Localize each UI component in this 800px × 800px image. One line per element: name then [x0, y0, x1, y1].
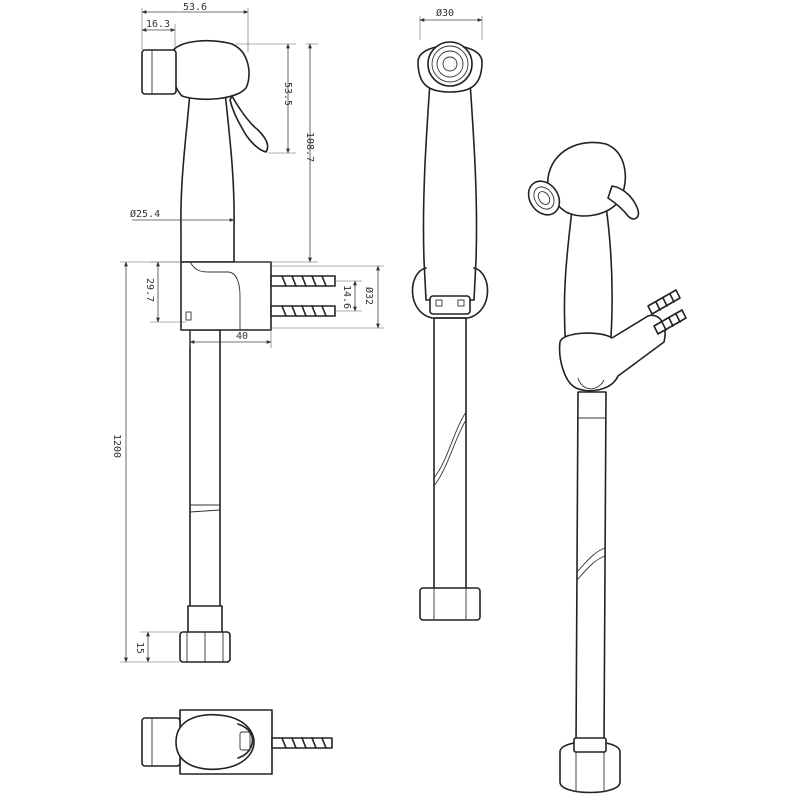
front-hose: [433, 317, 467, 591]
dim-108-7: 108.7: [304, 132, 315, 162]
dim-14-6: 14.6: [341, 285, 352, 309]
top-barb: [271, 737, 333, 749]
side-barb-upper: [270, 275, 336, 287]
side-hose: [189, 329, 221, 609]
dim-16-3: 16.3: [146, 19, 170, 30]
side-nozzle: [141, 49, 177, 95]
side-view: [141, 39, 336, 663]
front-body: [422, 81, 478, 301]
dim-30: Ø30: [436, 7, 454, 19]
dimensions: 53.6 16.3 53.5 108.7 Ø25.4 29.7 14.6 Ø32: [111, 2, 483, 663]
dim-40: 40: [236, 331, 248, 342]
side-handle: [180, 91, 235, 263]
dim-25-4: Ø25.4: [130, 208, 160, 220]
dim-32: Ø32: [363, 287, 375, 305]
persp-barb-lower: [653, 309, 687, 335]
persp-nozzle: [527, 180, 561, 216]
top-head: [175, 713, 255, 771]
side-head: [170, 39, 250, 101]
front-view: [411, 41, 489, 621]
perspective-view: [527, 141, 687, 794]
dim-53-6: 53.6: [183, 2, 207, 13]
dim-53-5: 53.5: [282, 82, 293, 106]
dim-29-7: 29.7: [144, 278, 155, 302]
side-bracket: [180, 261, 272, 331]
side-ferrule: [187, 605, 223, 635]
top-view: [141, 709, 333, 775]
persp-trigger: [607, 185, 640, 220]
dim-15: 15: [134, 642, 145, 654]
front-clip: [411, 267, 489, 319]
persp-body: [563, 205, 613, 353]
side-hose-break: [189, 504, 221, 513]
top-nozzle: [141, 717, 181, 767]
persp-barb-upper: [647, 289, 681, 315]
front-head: [417, 41, 483, 93]
dim-1200: 1200: [111, 434, 122, 458]
front-hex-nut: [419, 587, 481, 621]
side-trigger: [229, 95, 269, 153]
side-barb-lower: [270, 305, 336, 317]
persp-bracket: [558, 314, 666, 392]
